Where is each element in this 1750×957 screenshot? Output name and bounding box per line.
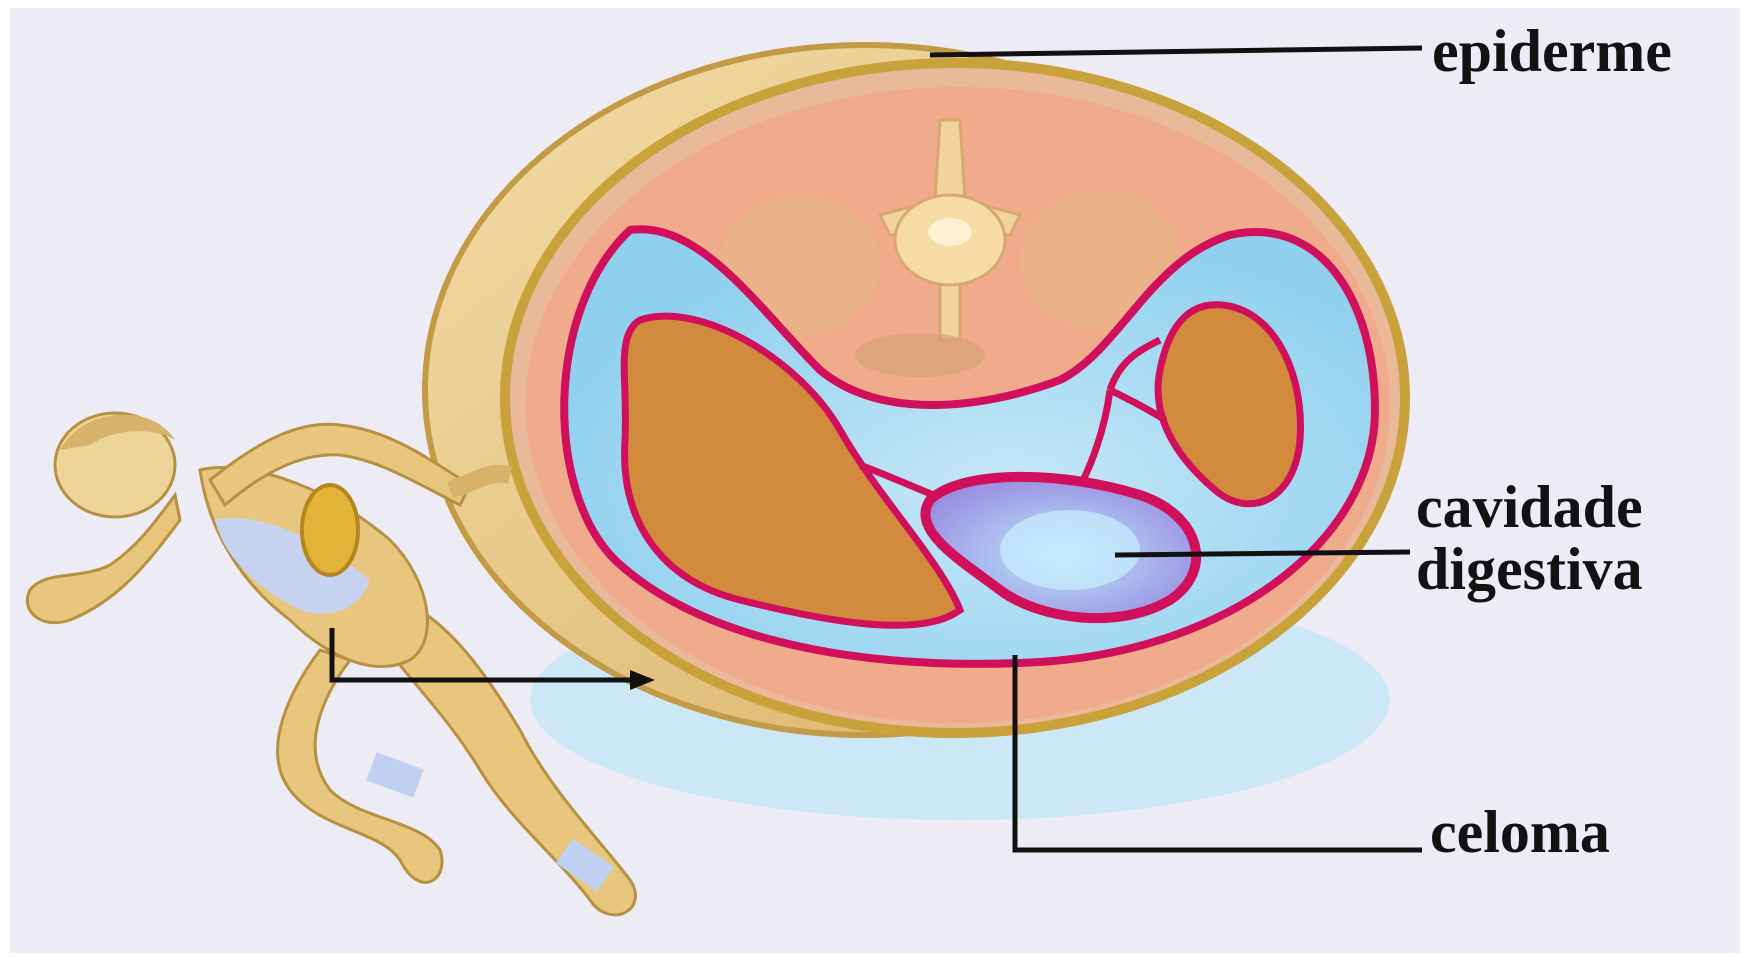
label-celoma: celoma — [1430, 801, 1610, 863]
label-cavidade-digestiva: cavidade digestiva — [1416, 476, 1643, 600]
label-epiderme: epiderme — [1432, 20, 1672, 82]
label-cavidade-line2: digestiva — [1416, 538, 1643, 600]
label-cavidade-line1: cavidade — [1416, 476, 1643, 538]
cavidade-leader-line — [1115, 552, 1410, 555]
